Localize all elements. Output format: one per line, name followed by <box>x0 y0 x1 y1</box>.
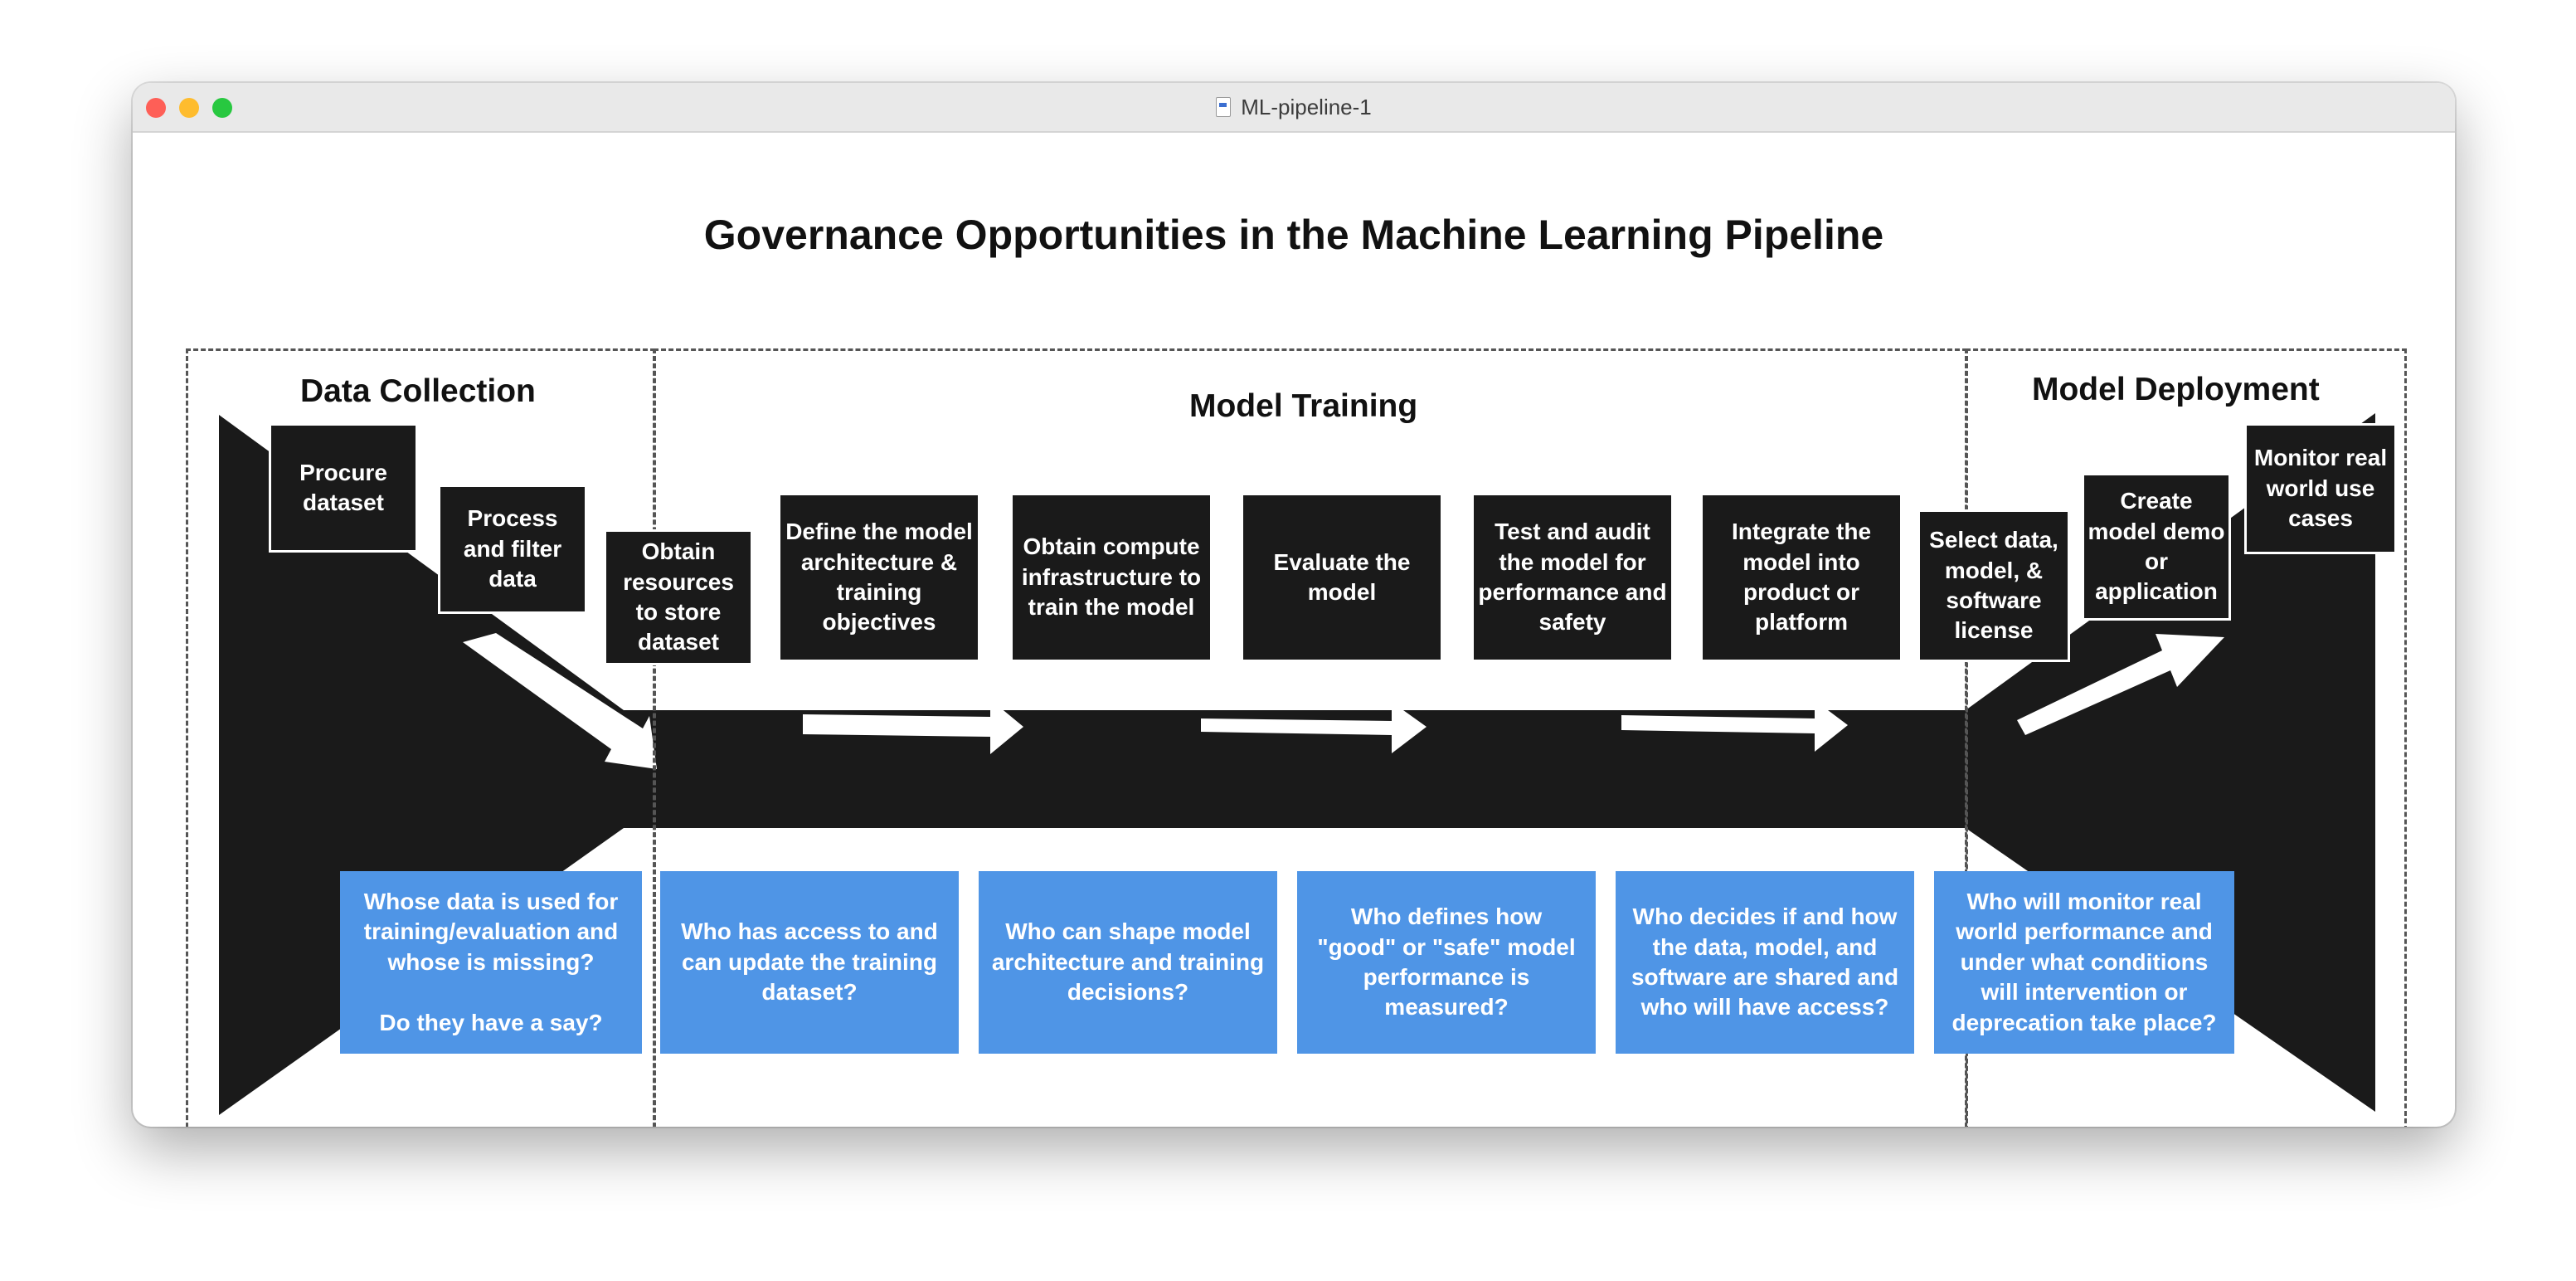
pipeline-graphic <box>219 413 2375 1115</box>
step-obtain-compute: Obtain compute infrastructure to train t… <box>1010 493 1213 662</box>
stage-title-data-collection: Data Collection <box>300 373 536 409</box>
minimize-window-button[interactable] <box>179 98 199 118</box>
title-area: ML-pipeline-1 <box>133 83 2455 131</box>
question-performance-measurement: Who defines how "good" or "safe" model p… <box>1297 871 1596 1054</box>
step-monitor-use-cases: Monitor real world use cases <box>2244 423 2397 554</box>
step-evaluate-model: Evaluate the model <box>1241 493 1443 662</box>
step-select-license: Select data, model, & software license <box>1917 509 2070 662</box>
arrow-icon <box>2017 634 2224 735</box>
app-window: ML-pipeline-1 Governance Opportunities i… <box>133 83 2455 1127</box>
arrow-icon <box>803 699 1023 754</box>
step-process-filter-data: Process and filter data <box>438 485 587 614</box>
question-dataset-access: Who has access to and can update the tra… <box>660 871 959 1054</box>
diagram-canvas: Governance Opportunities in the Machine … <box>133 133 2455 1127</box>
question-sharing-access: Who decides if and how the data, model, … <box>1616 871 1914 1054</box>
diagram-title: Governance Opportunities in the Machine … <box>703 212 1884 258</box>
title-bar: ML-pipeline-1 <box>133 83 2455 133</box>
step-integrate-model: Integrate the model into product or plat… <box>1700 493 1903 662</box>
arrow-icon <box>1201 702 1427 753</box>
step-obtain-storage: Obtain resources to store dataset <box>604 529 753 665</box>
question-architecture-decisions: Who can shape model architecture and tra… <box>979 871 1277 1054</box>
step-create-demo: Create model demo or application <box>2082 473 2231 621</box>
close-window-button[interactable] <box>146 98 166 118</box>
step-procure-dataset: Procure dataset <box>269 423 418 553</box>
question-monitoring-intervention: Who will monitor real world performance … <box>1934 871 2234 1054</box>
step-define-architecture: Define the model architecture & training… <box>778 493 980 662</box>
step-test-audit: Test and audit the model for performance… <box>1471 493 1674 662</box>
document-icon <box>1216 97 1232 117</box>
stage-title-model-deployment: Model Deployment <box>2032 372 2320 407</box>
stage-title-model-training: Model Training <box>1189 388 1418 424</box>
model-deployment-stage <box>1966 348 2407 1127</box>
maximize-window-button[interactable] <box>212 98 232 118</box>
arrow-icon <box>1621 700 1848 752</box>
arrow-icon <box>463 633 657 769</box>
question-data-collection: Whose data is used for training/evaluati… <box>340 871 642 1054</box>
pipeline-funnel <box>219 413 2375 1115</box>
window-title: ML-pipeline-1 <box>1241 94 1372 119</box>
